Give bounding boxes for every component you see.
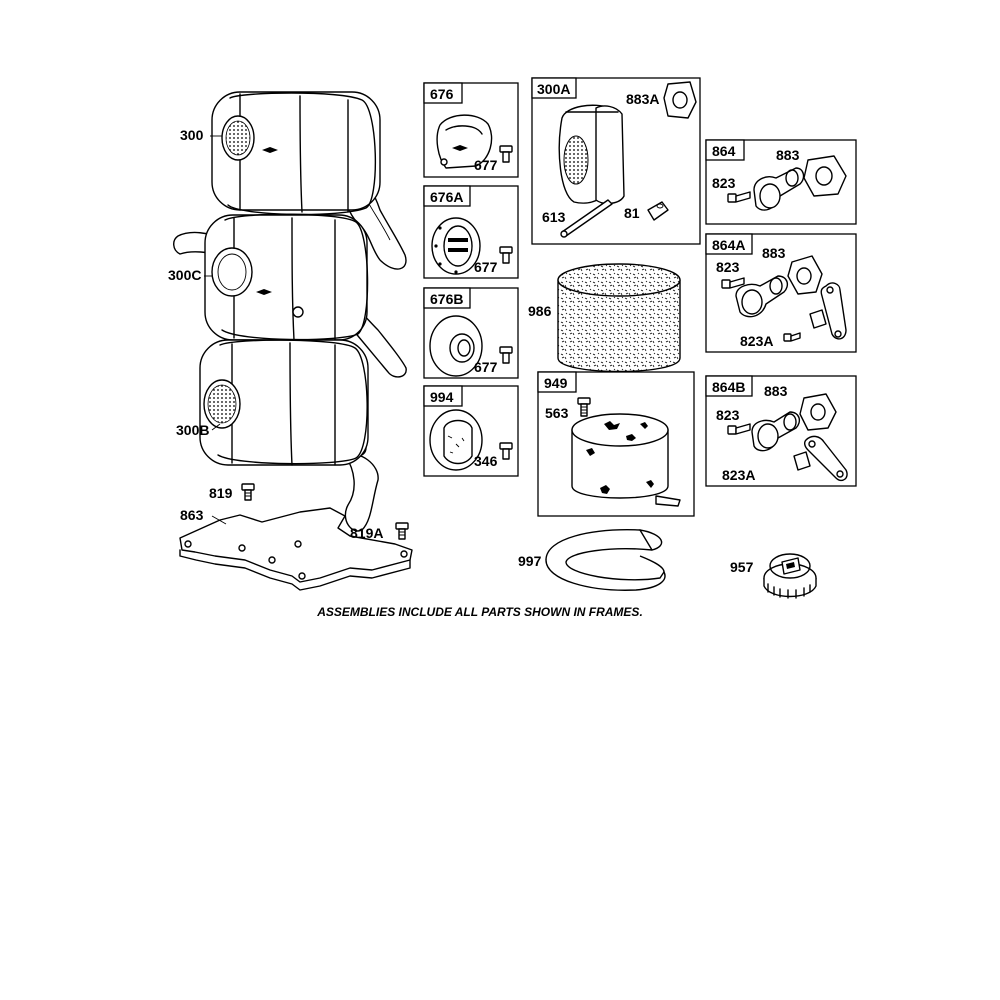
muffler-300b bbox=[199, 339, 379, 532]
link-864a bbox=[820, 282, 847, 340]
frame-864 bbox=[705, 139, 857, 225]
label-864b-823a: 823A bbox=[722, 467, 755, 483]
frame-994-tab bbox=[423, 385, 463, 407]
screw-864a-823 bbox=[721, 277, 745, 289]
label-864-823: 823 bbox=[712, 175, 736, 191]
gasket-864a bbox=[787, 255, 823, 295]
frame-676-tab bbox=[423, 82, 463, 104]
label-300b: 300B bbox=[176, 422, 209, 438]
label-613: 613 bbox=[542, 209, 566, 225]
frame-676a-tab bbox=[423, 185, 471, 207]
frame-300a-tab bbox=[531, 77, 577, 99]
screw-864b-823 bbox=[727, 423, 751, 435]
frame-300a bbox=[531, 77, 701, 245]
frame-676 bbox=[423, 82, 519, 178]
frame-864-tab bbox=[705, 139, 745, 161]
screw-864-823 bbox=[727, 191, 751, 203]
flange-864 bbox=[753, 167, 805, 211]
screw-677-c bbox=[499, 346, 513, 364]
label-864a-823a: 823A bbox=[740, 333, 773, 349]
spacer-864b bbox=[793, 451, 811, 471]
label-300: 300 bbox=[180, 127, 204, 143]
frame-676a bbox=[423, 185, 519, 279]
frame-949 bbox=[537, 371, 695, 517]
deflector-676b bbox=[429, 315, 483, 377]
label-864b-883: 883 bbox=[764, 383, 788, 399]
label-677-b: 677 bbox=[474, 259, 498, 275]
label-677-c: 677 bbox=[474, 359, 498, 375]
label-997: 997 bbox=[518, 553, 542, 569]
label-346: 346 bbox=[474, 453, 498, 469]
label-864a-823: 823 bbox=[716, 259, 740, 275]
spark-arrester-994 bbox=[429, 409, 483, 471]
frame-676b-label: 676B bbox=[430, 291, 463, 307]
frame-864a bbox=[705, 233, 857, 353]
frame-994-label: 994 bbox=[430, 389, 454, 405]
screw-677-a bbox=[499, 145, 513, 163]
muffler-300 bbox=[211, 91, 407, 270]
fuel-cap-957 bbox=[763, 553, 817, 599]
spacer-864a bbox=[809, 309, 827, 329]
spacer-81 bbox=[647, 201, 669, 221]
air-cleaner-949 bbox=[571, 413, 681, 507]
frame-676b bbox=[423, 287, 519, 379]
frame-949-label: 949 bbox=[544, 375, 568, 391]
label-957: 957 bbox=[730, 559, 754, 575]
screw-346 bbox=[499, 442, 513, 460]
gasket-883a bbox=[663, 81, 697, 119]
label-81: 81 bbox=[624, 205, 640, 221]
muffler-300c bbox=[173, 213, 407, 378]
screw-864a-823a bbox=[783, 332, 801, 342]
frame-676-label: 676 bbox=[430, 86, 454, 102]
label-863: 863 bbox=[180, 507, 204, 523]
label-677-a: 677 bbox=[474, 157, 498, 173]
frame-864a-label: 864A bbox=[712, 237, 745, 253]
muffler-300a bbox=[558, 104, 625, 205]
flange-864a bbox=[735, 275, 789, 318]
band-997 bbox=[545, 529, 666, 591]
gasket-864b bbox=[799, 393, 837, 431]
frame-864b bbox=[705, 375, 857, 487]
label-300c: 300C bbox=[168, 267, 201, 283]
link-864b bbox=[803, 435, 848, 482]
label-864-883: 883 bbox=[776, 147, 800, 163]
frame-864-label: 864 bbox=[712, 143, 736, 159]
frame-864b-tab bbox=[705, 375, 753, 397]
frame-864b-label: 864B bbox=[712, 379, 745, 395]
frame-994 bbox=[423, 385, 519, 477]
foam-filter-986 bbox=[557, 263, 681, 373]
frame-676a-label: 676A bbox=[430, 189, 463, 205]
label-864b-823: 823 bbox=[716, 407, 740, 423]
flange-864b bbox=[751, 411, 801, 452]
label-864a-883: 883 bbox=[762, 245, 786, 261]
rod-613 bbox=[560, 199, 613, 238]
bracket-863 bbox=[179, 507, 413, 591]
screw-563 bbox=[577, 397, 591, 417]
label-819: 819 bbox=[209, 485, 233, 501]
frame-300a-label: 300A bbox=[537, 81, 570, 97]
deflector-676 bbox=[436, 114, 493, 169]
label-819a: 819A bbox=[350, 525, 383, 541]
screw-819 bbox=[241, 483, 255, 501]
screen-676a bbox=[431, 217, 481, 275]
screw-819a bbox=[395, 522, 409, 540]
screw-677-b bbox=[499, 246, 513, 264]
assemblies-caption: ASSEMBLIES INCLUDE ALL PARTS SHOWN IN FR… bbox=[316, 605, 643, 619]
label-883a: 883A bbox=[626, 91, 659, 107]
frame-949-tab bbox=[537, 371, 577, 393]
label-563: 563 bbox=[545, 405, 569, 421]
frame-864a-tab bbox=[705, 233, 753, 255]
label-986: 986 bbox=[528, 303, 552, 319]
gasket-864 bbox=[803, 155, 847, 197]
frame-676b-tab bbox=[423, 287, 471, 309]
